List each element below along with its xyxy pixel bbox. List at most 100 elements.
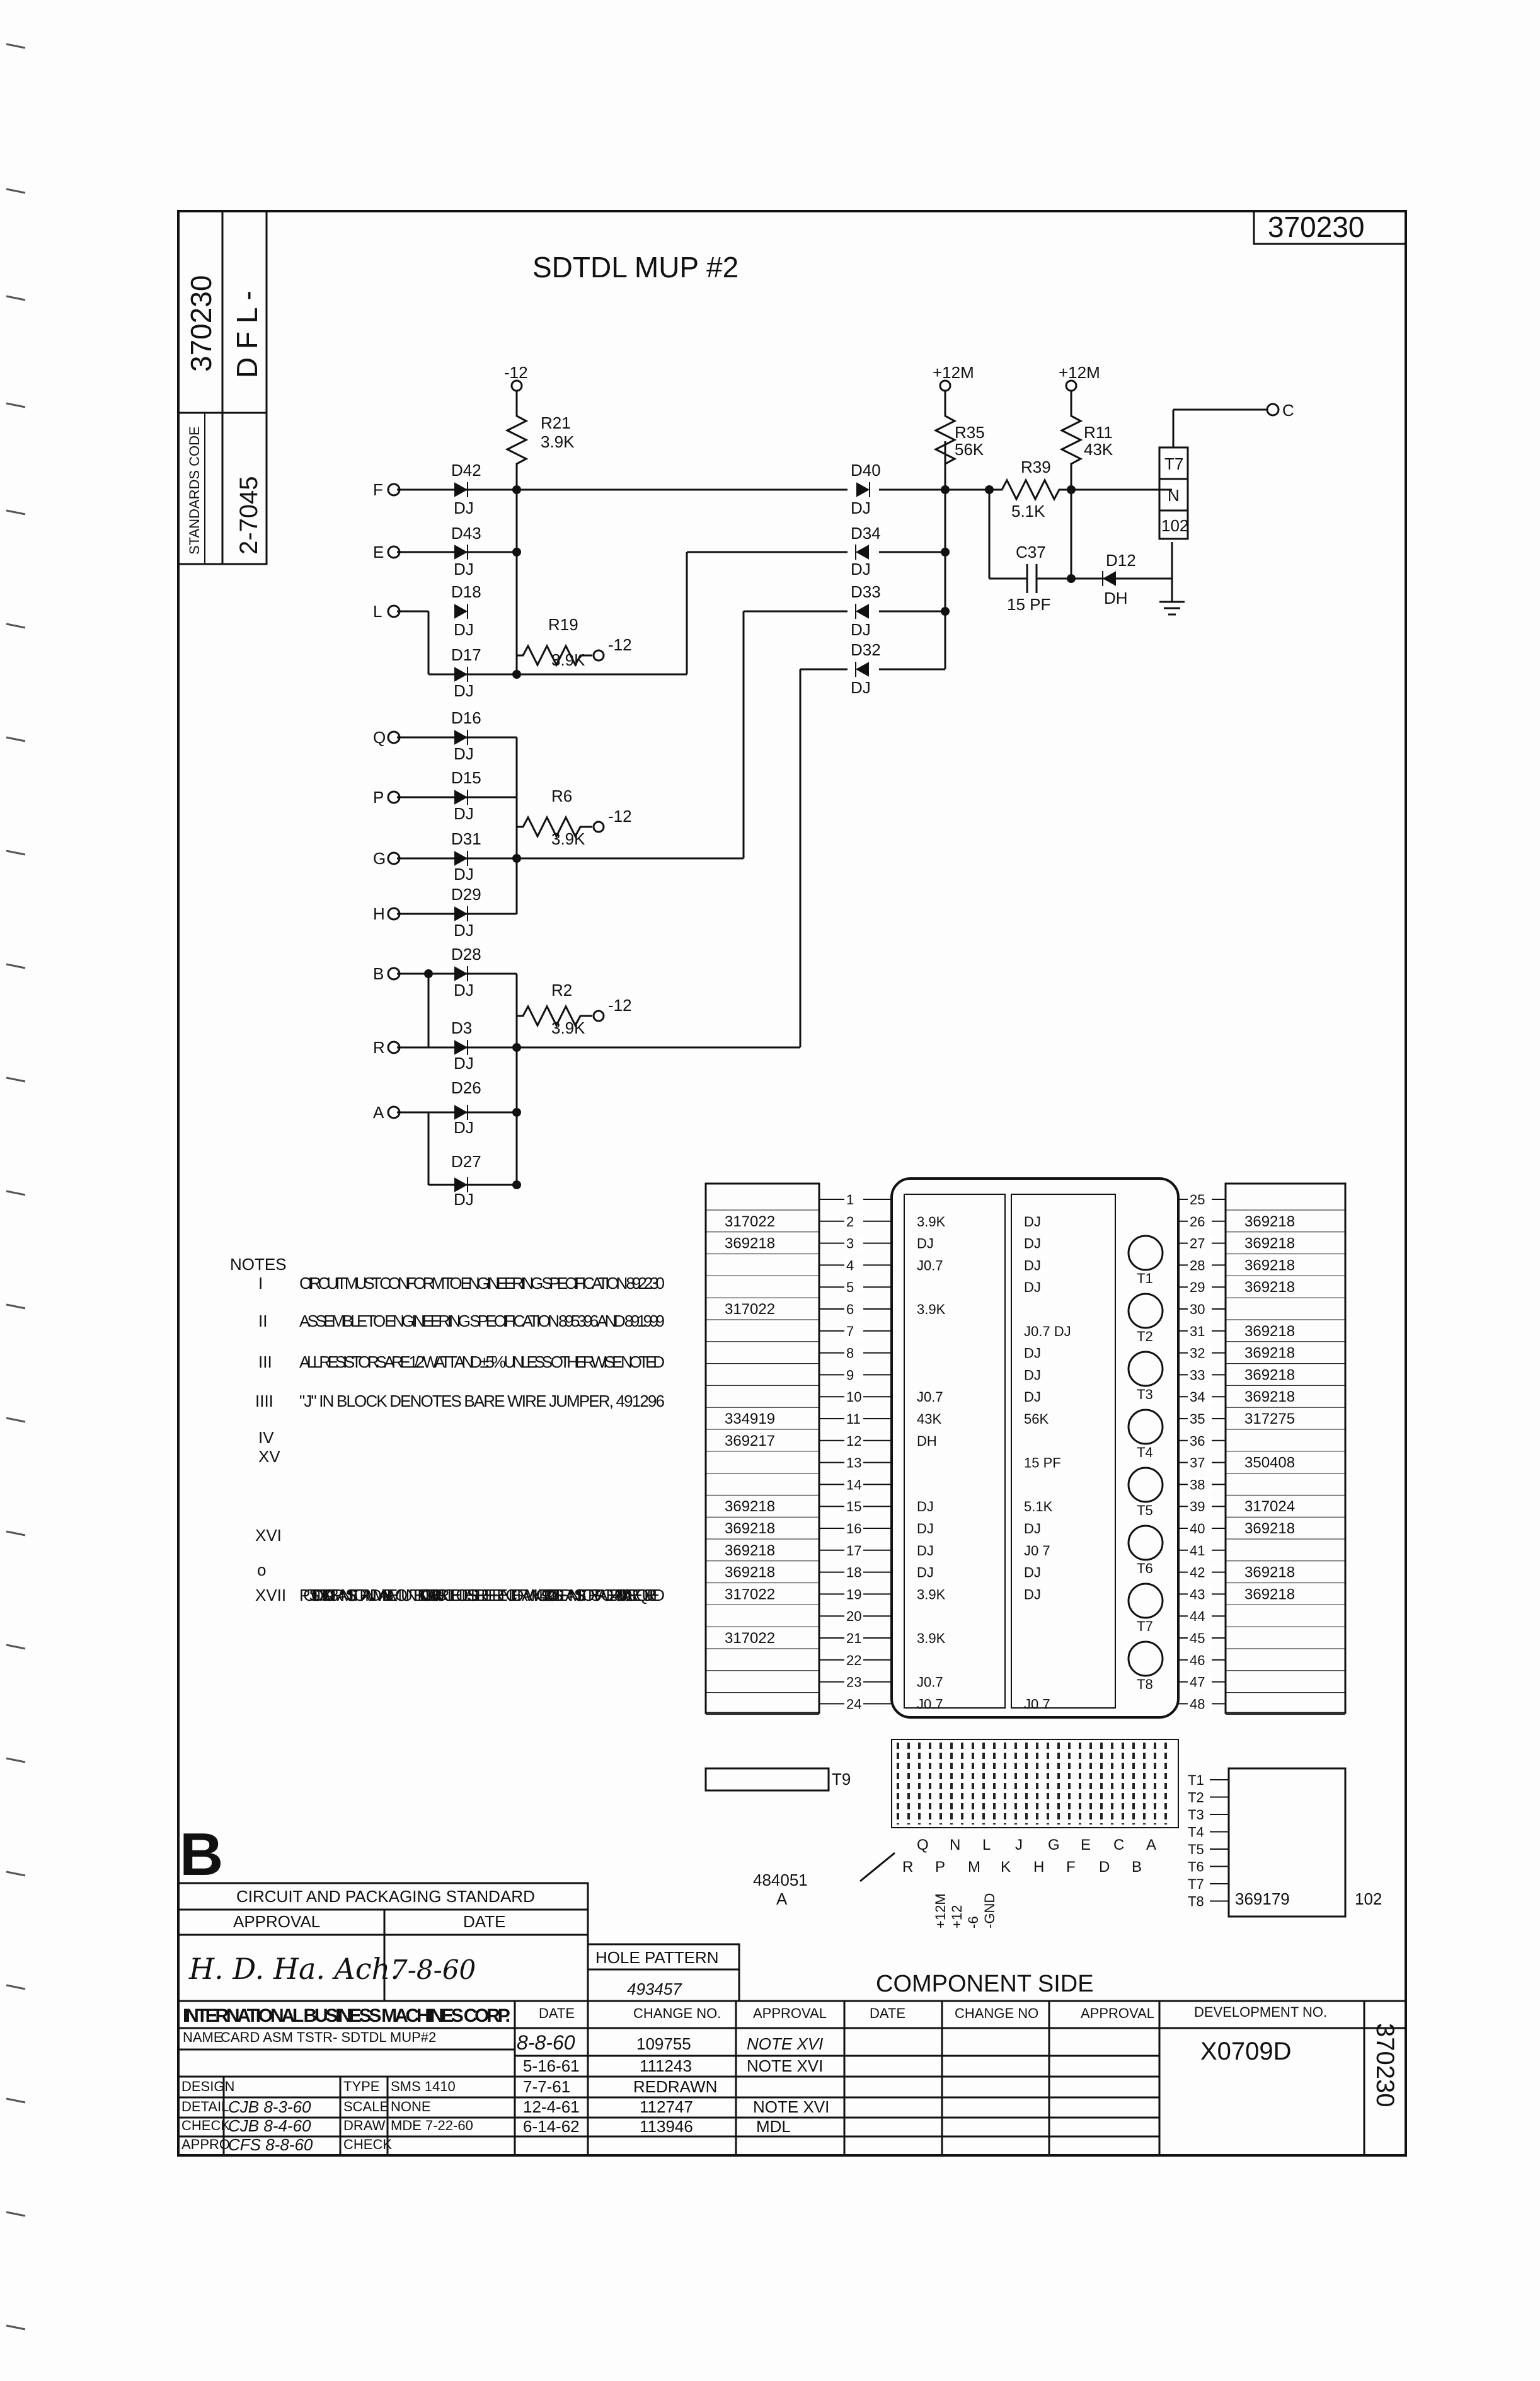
r2-supply: -12 xyxy=(608,996,632,1015)
pin-label-bg xyxy=(1188,1674,1212,1690)
svg-text:12-4-61: 12-4-61 xyxy=(523,2097,580,2116)
right-part-number: 369218 xyxy=(1244,1235,1295,1252)
t7-ref: T7 xyxy=(1164,454,1183,473)
pin-label-bg xyxy=(1188,1235,1212,1251)
pin-label-bg xyxy=(1188,1608,1212,1624)
right-pin-number: 39 xyxy=(1190,1499,1205,1514)
left-part-number: 369217 xyxy=(725,1433,775,1450)
input-g: G xyxy=(373,849,386,868)
connector-letter-bottom: F xyxy=(1066,1859,1076,1876)
r11-ref: R11 xyxy=(1084,423,1113,442)
d40-ref: D40 xyxy=(851,461,881,480)
svg-text:o: o xyxy=(257,1560,266,1579)
input-h: H xyxy=(373,904,385,923)
right-pin-number: 26 xyxy=(1190,1214,1205,1230)
approval-label: APPROVAL xyxy=(233,1912,320,1931)
pin-label-bg xyxy=(1188,1367,1212,1383)
pin-label-bg xyxy=(1188,1192,1212,1207)
t-lead-label: T6 xyxy=(1188,1859,1204,1875)
pin-label-bg xyxy=(1188,1542,1212,1558)
pin-label-bg xyxy=(844,1433,863,1448)
input-r: R xyxy=(373,1038,385,1057)
board-cell-right: DJ xyxy=(1024,1257,1041,1273)
r2-val: 3.9K xyxy=(551,1018,585,1037)
svg-text:DATE: DATE xyxy=(870,2005,905,2021)
left-pin-number: 3 xyxy=(846,1236,854,1252)
svg-text:112747: 112747 xyxy=(640,2097,693,2116)
left-part-number: 369218 xyxy=(725,1520,775,1537)
right-part-number: 317024 xyxy=(1244,1498,1295,1515)
board-cell-left: 3.9K xyxy=(917,1630,946,1646)
right-pin-number: 28 xyxy=(1190,1257,1205,1273)
notes-heading: NOTES xyxy=(230,1255,287,1274)
approval-date-label: DATE xyxy=(463,1912,505,1931)
svg-text:8-8-60: 8-8-60 xyxy=(517,2031,575,2054)
pin-label-bg xyxy=(844,1411,863,1426)
r39-val: 5.1K xyxy=(1011,502,1045,521)
pin-label-bg xyxy=(1188,1213,1212,1229)
connector-letter-top: G xyxy=(1048,1836,1060,1853)
transistor-label: T6 xyxy=(1137,1560,1153,1576)
input-f: F xyxy=(373,480,383,499)
right-part-number: 369218 xyxy=(1244,1257,1295,1274)
standards-strip: 370230 D F L - STANDARDS CODE 2-7045 xyxy=(177,210,268,565)
d26-type: DJ xyxy=(454,1118,474,1137)
right-part-number: 317275 xyxy=(1244,1410,1295,1427)
board-cell-right: J0 7 xyxy=(1024,1543,1050,1559)
pin-label-bg xyxy=(1188,1279,1212,1295)
board-cell-right: 15 PF xyxy=(1024,1455,1061,1471)
svg-text:APPROVAL: APPROVAL xyxy=(753,2005,827,2021)
left-part-number: 369218 xyxy=(725,1564,775,1581)
svg-text:DESIGN: DESIGN xyxy=(181,2078,234,2094)
t-lead-label: T3 xyxy=(1188,1807,1204,1823)
board-cell-left: J0.7 xyxy=(917,1389,943,1405)
pin-label-bg xyxy=(1188,1652,1212,1668)
right-pin-number: 37 xyxy=(1190,1455,1205,1471)
d29-ref: D29 xyxy=(451,885,481,904)
t-lead-label: T1 xyxy=(1188,1772,1204,1788)
right-pin-number: 34 xyxy=(1190,1389,1205,1405)
svg-text:CHECK: CHECK xyxy=(181,2118,230,2133)
pin-label-bg xyxy=(1188,1257,1212,1273)
pin-label-bg xyxy=(844,1345,863,1361)
supply-plus12m-a: +12M xyxy=(933,363,974,382)
r11-val: 43K xyxy=(1084,440,1113,459)
left-pin-number: 9 xyxy=(846,1367,854,1383)
transistor-label: T2 xyxy=(1137,1329,1153,1344)
board-cell-right: J0.7 DJ xyxy=(1024,1323,1071,1339)
left-pin-number: 2 xyxy=(846,1214,854,1230)
right-pin-number: 44 xyxy=(1190,1608,1205,1624)
left-pin-number: 11 xyxy=(846,1411,861,1427)
board-cell-right: DJ xyxy=(1024,1521,1041,1536)
note-17-text: POSITION T7 IS A TO-18 TRANSISTOR AND MA… xyxy=(299,1586,665,1605)
d34-ref: D34 xyxy=(851,524,881,543)
d27-type: DJ xyxy=(454,1190,474,1209)
scale-value: NONE xyxy=(391,2099,431,2114)
connector-letter-bottom: M xyxy=(968,1859,980,1876)
board-cell-left: DJ xyxy=(917,1236,934,1252)
r2-ref: R2 xyxy=(551,981,572,1000)
left-part-number: 369218 xyxy=(725,1498,775,1515)
pin-label-bg xyxy=(844,1389,863,1405)
right-part-number: 369218 xyxy=(1244,1279,1295,1296)
svg-text:I: I xyxy=(258,1274,263,1293)
transistor-socket xyxy=(1127,1409,1164,1445)
svg-text:MDL: MDL xyxy=(756,2117,791,2136)
svg-text:DATE: DATE xyxy=(539,2005,575,2021)
svg-text:IV: IV xyxy=(258,1428,274,1447)
pin-label-bg xyxy=(844,1564,863,1580)
svg-text:5-16-61: 5-16-61 xyxy=(523,2056,580,2075)
transistor-socket xyxy=(1127,1525,1164,1561)
pin-label-bg xyxy=(1188,1301,1212,1317)
t-lead-label: T5 xyxy=(1188,1842,1204,1857)
d33-type: DJ xyxy=(851,620,871,639)
pin-label-bg xyxy=(844,1323,863,1339)
connector-letter-bottom: P xyxy=(935,1859,945,1876)
d32-type: DJ xyxy=(851,678,871,697)
pin-label-bg xyxy=(844,1586,863,1602)
d26-ref: D26 xyxy=(451,1078,481,1097)
board-cell-right: DJ xyxy=(1024,1367,1041,1383)
transistor-label: T7 xyxy=(1137,1618,1153,1634)
left-pin-number: 24 xyxy=(846,1696,861,1712)
revision-letter: B xyxy=(180,1821,223,1888)
